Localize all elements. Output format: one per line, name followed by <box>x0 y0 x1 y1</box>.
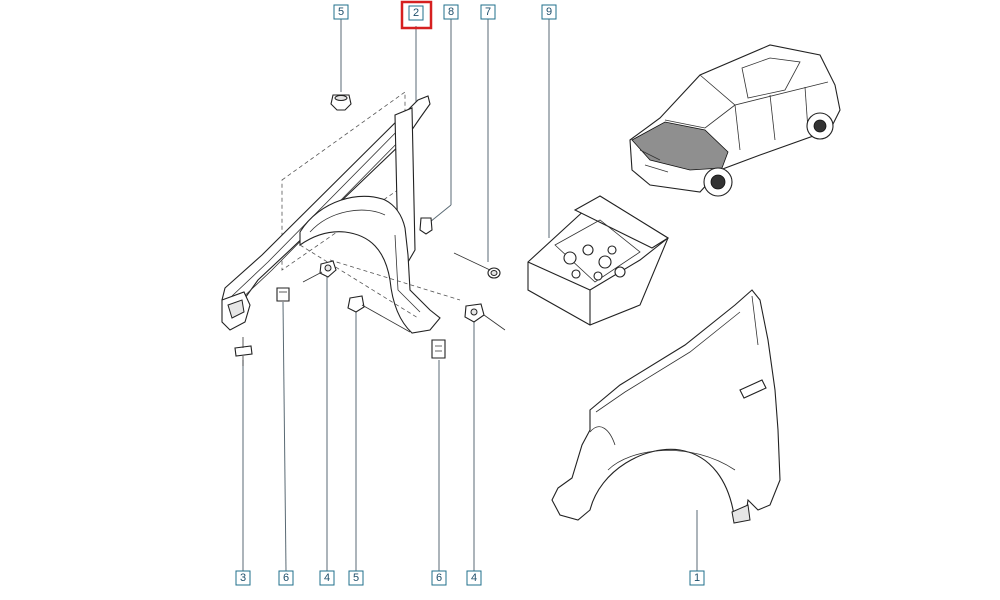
front-fender <box>551 289 781 524</box>
callout-top-2-highlighted: 2 <box>400 0 433 30</box>
svg-text:4: 4 <box>324 572 330 584</box>
callout-bottom-6a: 6 <box>278 570 294 586</box>
svg-text:9: 9 <box>546 6 552 18</box>
clip-8 <box>419 217 433 235</box>
leader-top-8b <box>429 204 452 223</box>
callout-bottom-4a: 4 <box>319 570 335 586</box>
svg-text:4: 4 <box>471 572 477 584</box>
callout-top-7: 7 <box>480 4 496 20</box>
svg-text:3: 3 <box>240 572 246 584</box>
callout-top-8: 8 <box>443 4 459 20</box>
callout-bottom-1: 1 <box>689 570 705 586</box>
nut-4-right <box>464 303 506 331</box>
highlight-frame <box>400 0 433 30</box>
wheel-arch-liner <box>299 195 461 334</box>
callout-bottom-6b: 6 <box>431 570 447 586</box>
callout-bottom-4b: 4 <box>466 570 482 586</box>
svg-text:2: 2 <box>413 7 419 19</box>
svg-text:6: 6 <box>283 572 289 584</box>
clip-5-top <box>330 94 352 111</box>
fastener-kit-box <box>527 195 670 326</box>
svg-text:1: 1 <box>694 572 700 584</box>
callout-bottom-5: 5 <box>348 570 364 586</box>
nut-4-left <box>302 260 337 283</box>
bolt-5-mid <box>347 295 411 333</box>
screw-3 <box>234 337 253 366</box>
svg-text:5: 5 <box>353 572 359 584</box>
clip-6-left <box>276 287 290 302</box>
svg-text:6: 6 <box>436 572 442 584</box>
callout-bottom-3: 3 <box>235 570 251 586</box>
svg-text:8: 8 <box>448 6 454 18</box>
callout-top-5: 5 <box>333 4 349 20</box>
svg-text:5: 5 <box>338 6 344 18</box>
clip-6-right <box>431 339 446 359</box>
svg-text:7: 7 <box>485 6 491 18</box>
car-illustration <box>629 44 841 197</box>
leader-bottom-6a <box>282 301 287 572</box>
callout-top-9: 9 <box>541 4 557 20</box>
screw-7 <box>453 252 501 279</box>
